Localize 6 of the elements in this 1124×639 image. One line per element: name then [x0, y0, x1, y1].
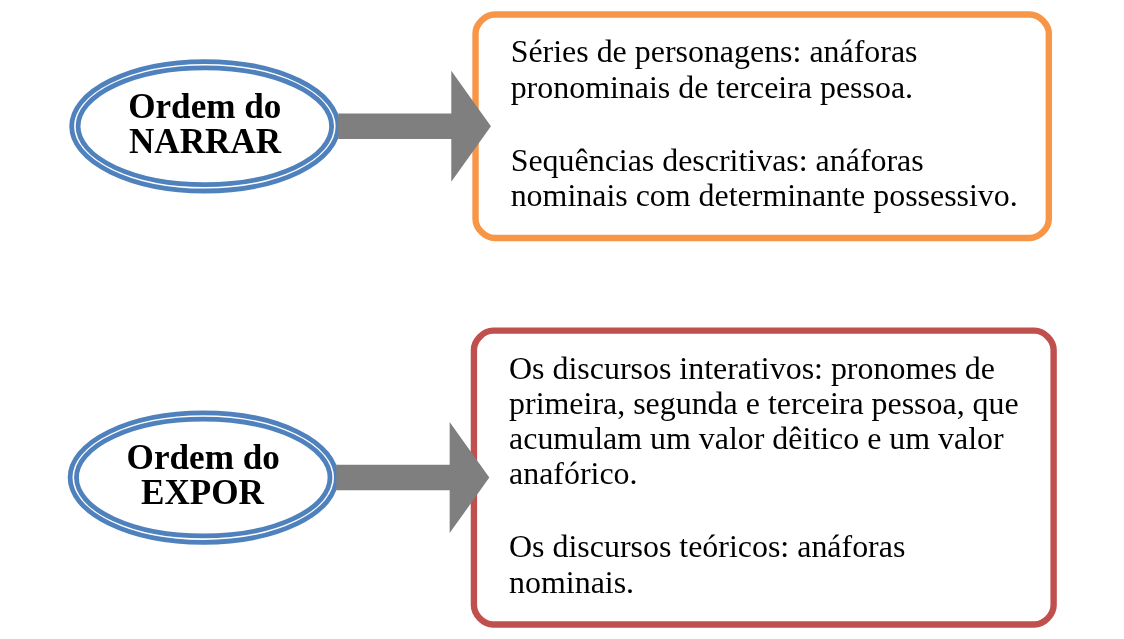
arrow: [338, 70, 491, 182]
node-box: Os discursos interativos: pronomes de primeira, segunda e terceira pessoa, que acumulam um valor dêitico e um valor anafórico. Os discursos teóricos: anáforas nominais.: [470, 327, 1057, 628]
node-ellipse: Ordem do NARRAR: [69, 59, 341, 194]
arrow: [336, 422, 490, 534]
node-ellipse: Ordem do EXPOR: [67, 410, 339, 545]
node-box: Séries de personagens: anáforas pronominais de terceira pessoa. Sequências descritivas: anáforas nominais com determinante possessivo.: [472, 11, 1052, 242]
